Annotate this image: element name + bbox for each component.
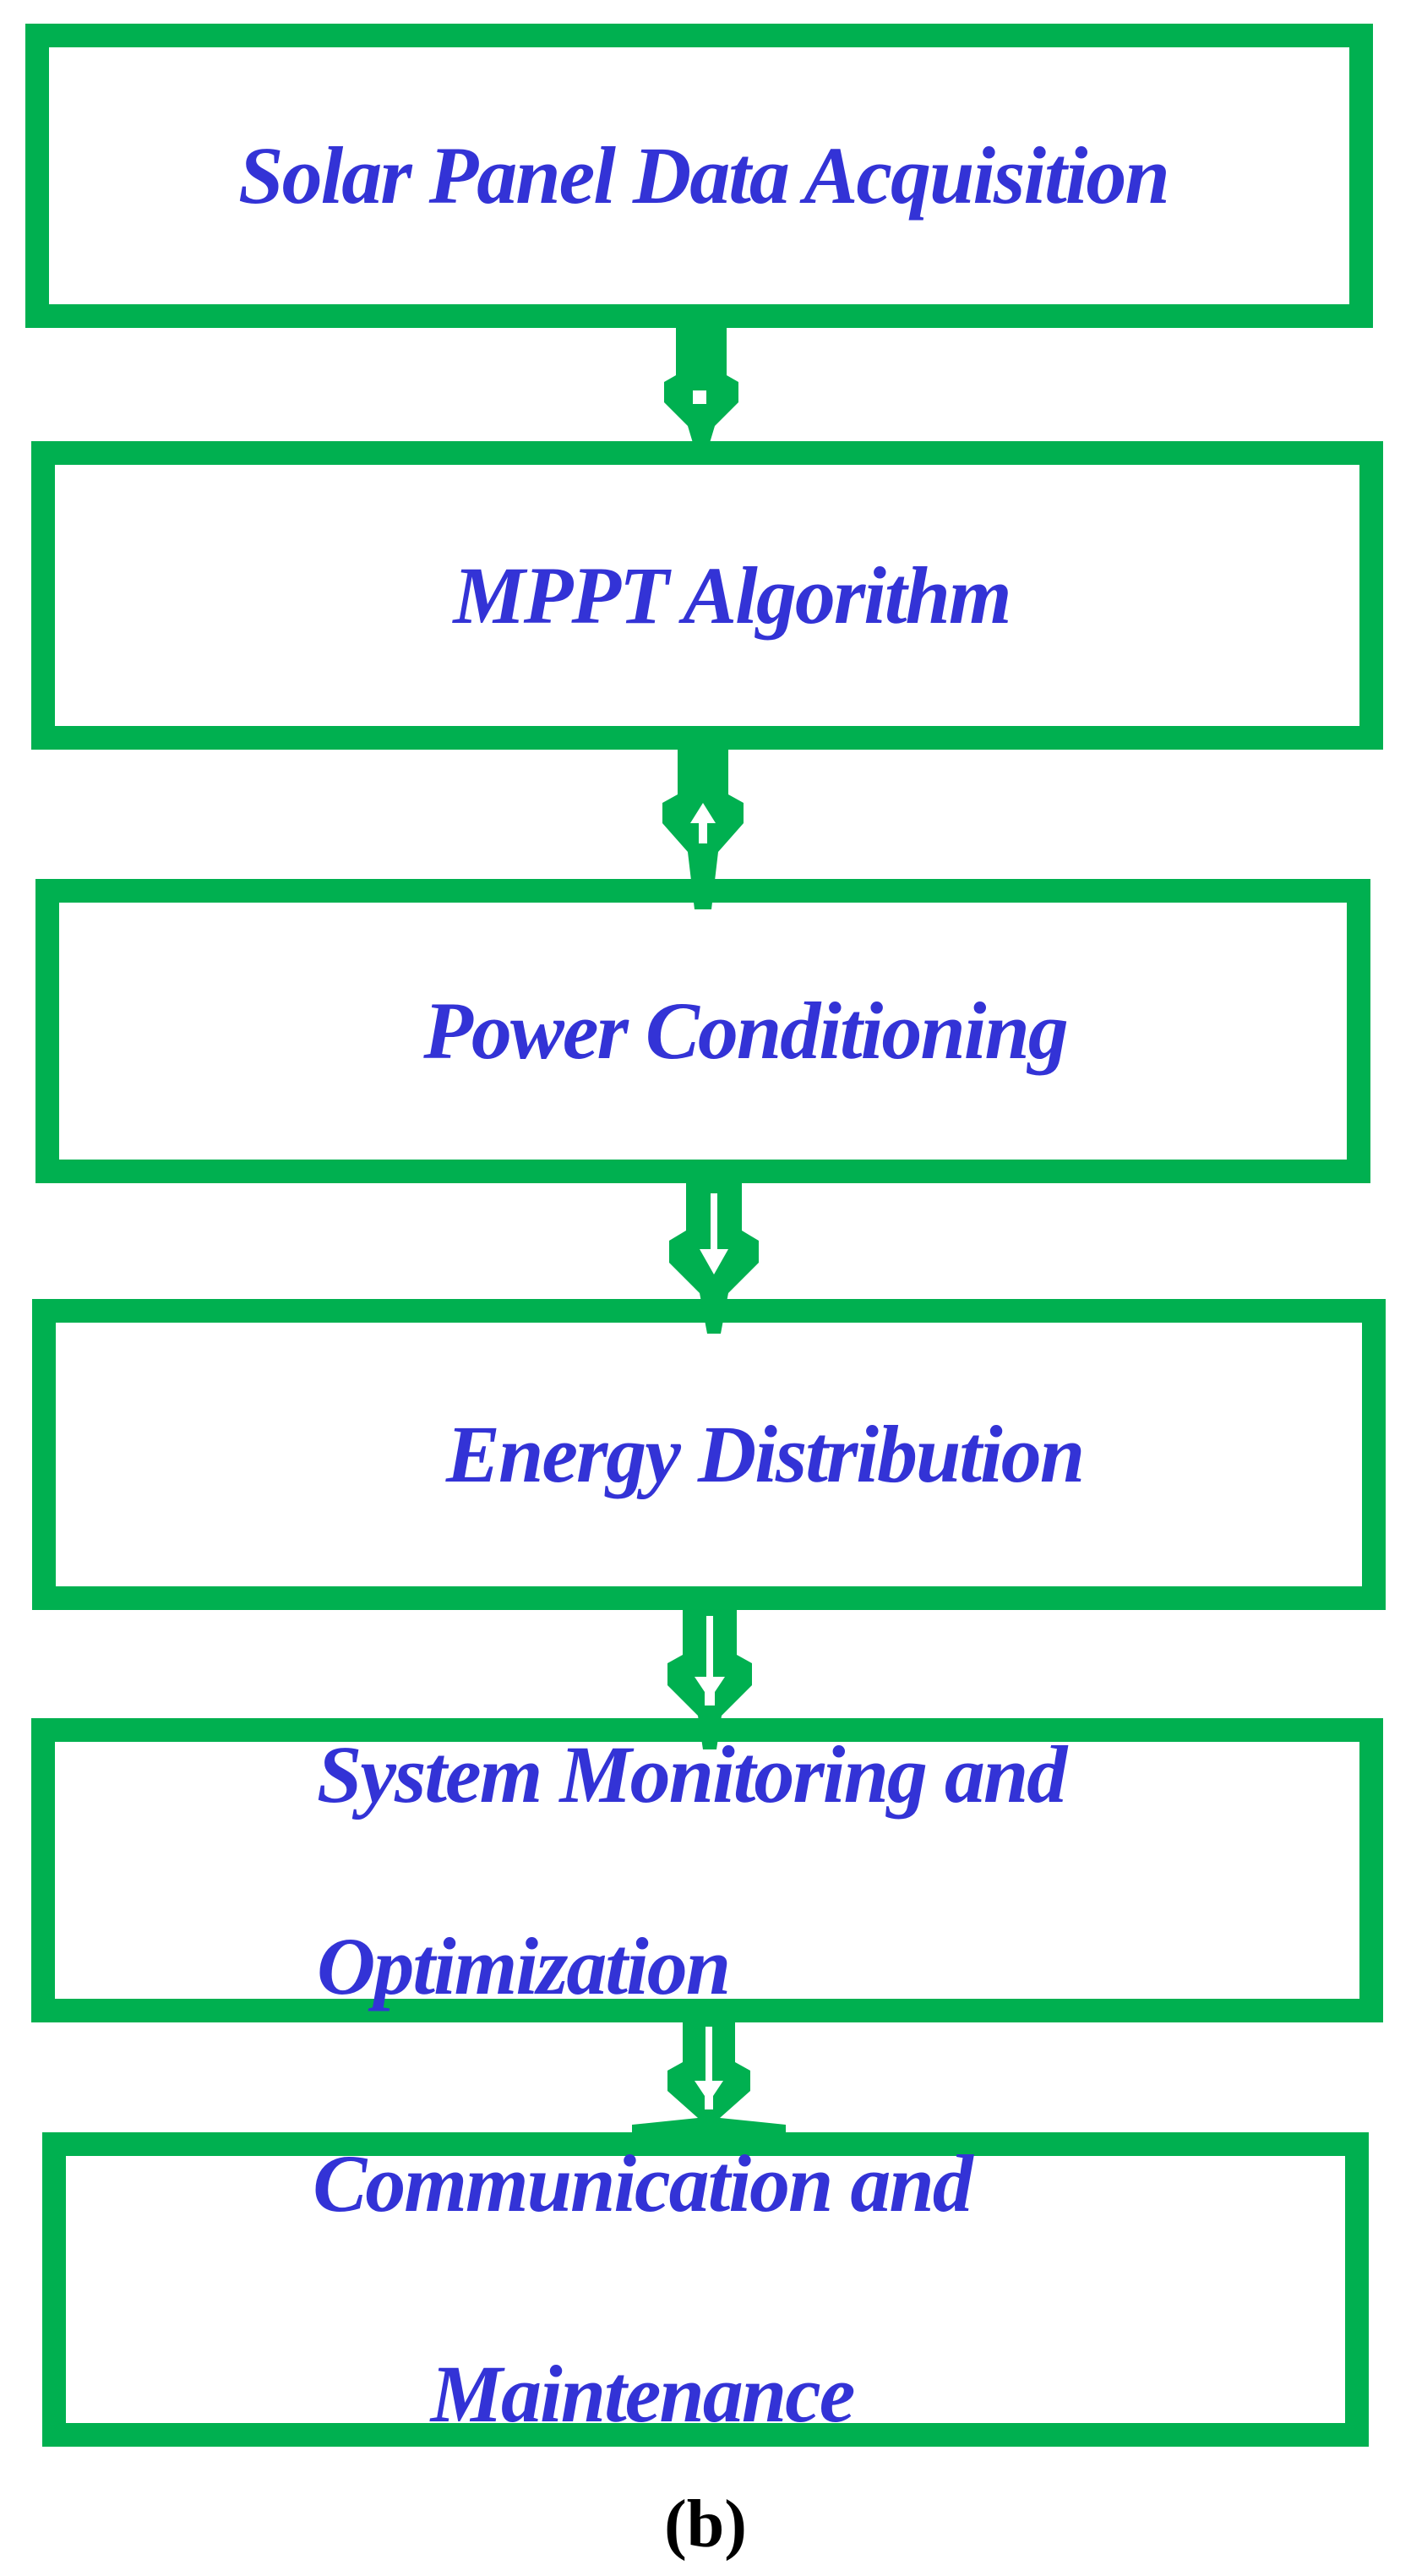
flow-box-energy-distribution: Energy Distribution <box>32 1299 1386 1610</box>
flow-box-mppt-algorithm: MPPT Algorithm <box>31 441 1383 750</box>
figure-label-close-paren: ) <box>724 2487 747 2562</box>
arrow-inner-up-arrow-2 <box>690 803 716 843</box>
arrow-body-1 <box>664 321 738 443</box>
box-label-line: Power Conditioning <box>423 985 1069 1077</box>
box-label-line: Optimization <box>317 1920 731 2011</box>
box-label-line: Energy Distribution <box>445 1409 1085 1500</box>
box-label: Communication and Maintenance <box>313 2026 973 2553</box>
box-label: Power Conditioning <box>423 887 1069 1175</box>
box-label-line: MPPT Algorithm <box>453 549 1011 641</box>
box-label: MPPT Algorithm <box>453 452 1011 740</box>
flow-box-solar-panel-data-acquisition: Solar Panel Data Acquisition <box>25 24 1373 328</box>
flow-box-system-monitoring-and-optimization: System Monitoring and Optimization <box>31 1718 1383 2022</box>
box-label-line: System Monitoring and <box>317 1729 1067 1820</box>
figure-label: (b) <box>0 2486 1411 2563</box>
arrow-inner-square-1 <box>693 390 706 404</box>
flow-box-communication-and-maintenance: Communication and Maintenance <box>42 2132 1369 2447</box>
arrow-inner-down-arrow-3 <box>700 1193 728 1274</box>
box-label-line: Solar Panel Data Acquisition <box>238 130 1170 221</box>
flow-box-power-conditioning: Power Conditioning <box>35 879 1370 1183</box>
down-arrow-icon-1 <box>664 321 738 443</box>
box-label: Energy Distribution <box>445 1311 1085 1598</box>
figure-label-letter: b <box>686 2487 725 2562</box>
figure-label-open-paren: ( <box>664 2487 687 2562</box>
box-label: Solar Panel Data Acquisition <box>238 32 1170 319</box>
box-label-line: Maintenance <box>430 2349 856 2440</box>
box-label-line: Communication and <box>313 2137 973 2229</box>
